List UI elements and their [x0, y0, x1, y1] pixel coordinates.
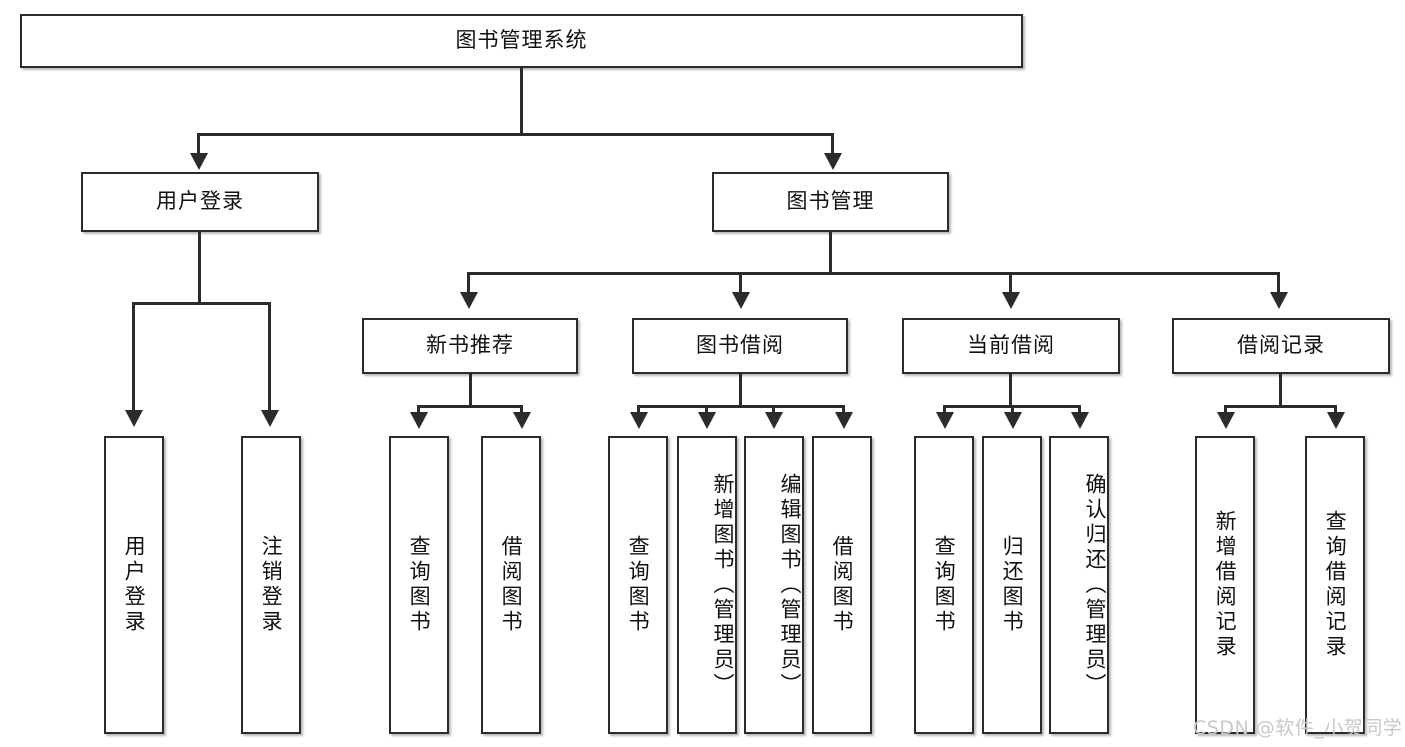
leaf-cb-confirm-return-admin[interactable]: 确认归还（管理员）: [1049, 436, 1109, 734]
connector-cb-drop-1: [943, 405, 946, 414]
node-book-management[interactable]: 图书管理: [712, 172, 949, 232]
node-label: 当前借阅: [967, 333, 1055, 358]
node-label: 确认归还（管理员）: [1083, 472, 1107, 698]
node-label: 编辑图书（管理员）: [778, 472, 802, 698]
connector-book-borrow-stem: [739, 374, 742, 408]
leaf-bb-add-book-admin[interactable]: 新增图书（管理员）: [677, 436, 737, 734]
arrow-down-icon: [410, 412, 428, 429]
node-label: 归还图书: [1000, 535, 1025, 635]
connector-book-management-stem: [829, 232, 832, 274]
connector-bb-drop-1: [637, 405, 640, 414]
connector-user-login-right-drop: [268, 302, 271, 412]
leaf-cb-query-book[interactable]: 查询图书: [914, 436, 974, 734]
node-label: 图书管理: [786, 189, 875, 214]
connector-to-book-borrow: [739, 272, 742, 294]
arrow-down-icon: [125, 410, 143, 427]
arrow-down-icon: [698, 412, 716, 429]
node-label: 查询图书: [932, 535, 957, 635]
leaf-bb-query-book[interactable]: 查询图书: [608, 436, 668, 734]
connector-br-drop-2: [1334, 405, 1337, 414]
connector-bb-drop-3: [772, 405, 775, 414]
connector-cb-drop-3: [1078, 405, 1081, 414]
connector-new-book-recommend-bar: [417, 405, 523, 408]
connector-root-stem: [520, 68, 523, 134]
node-label: 注销登录: [259, 535, 284, 635]
arrow-down-icon: [1270, 292, 1288, 309]
connector-user-login-left-drop: [132, 302, 135, 412]
connector-borrow-record-bar: [1224, 405, 1337, 408]
connector-user-login-stem: [198, 232, 201, 304]
arrow-down-icon: [1071, 412, 1089, 429]
leaf-nbr-borrow-book[interactable]: 借阅图书: [481, 436, 541, 734]
node-label: 图书借阅: [696, 333, 784, 358]
node-borrow-record[interactable]: 借阅记录: [1172, 318, 1390, 374]
node-new-book-recommend[interactable]: 新书推荐: [362, 318, 578, 374]
node-label: 新增图书（管理员）: [711, 472, 735, 698]
connector-to-borrow-record: [1277, 272, 1280, 294]
connector-bb-drop-4: [842, 405, 845, 414]
node-label: 用户登录: [156, 189, 244, 214]
connector-book-management-bar: [467, 272, 1280, 275]
arrow-down-icon: [1004, 412, 1022, 429]
arrow-down-icon: [824, 153, 842, 170]
arrow-down-icon: [765, 412, 783, 429]
arrow-down-icon: [1217, 412, 1235, 429]
node-label: 图书管理系统: [455, 28, 588, 53]
connector-root-to-book-management: [831, 133, 834, 155]
node-label: 新增借阅记录: [1213, 510, 1238, 660]
arrow-down-icon: [732, 292, 750, 309]
leaf-cb-return-book[interactable]: 归还图书: [982, 436, 1042, 734]
connector-br-drop-1: [1224, 405, 1227, 414]
leaf-br-query-record[interactable]: 查询借阅记录: [1305, 436, 1365, 734]
node-label: 查询借阅记录: [1323, 510, 1348, 660]
node-label: 新书推荐: [426, 333, 514, 358]
connector-to-new-book-recommend: [467, 272, 470, 294]
node-label: 查询图书: [407, 535, 432, 635]
leaf-bb-edit-book-admin[interactable]: 编辑图书（管理员）: [744, 436, 804, 734]
arrow-down-icon: [1327, 412, 1345, 429]
leaf-bb-borrow-book[interactable]: 借阅图书: [812, 436, 872, 734]
leaf-br-add-record[interactable]: 新增借阅记录: [1195, 436, 1255, 734]
node-current-borrow[interactable]: 当前借阅: [902, 318, 1120, 374]
arrow-down-icon: [261, 410, 279, 427]
connector-to-current-borrow: [1009, 272, 1012, 294]
leaf-user-logout[interactable]: 注销登录: [241, 436, 301, 734]
connector-nbr-drop-2: [520, 405, 523, 414]
leaf-nbr-query-book[interactable]: 查询图书: [389, 436, 449, 734]
connector-book-borrow-bar: [637, 405, 845, 408]
connector-bb-drop-2: [705, 405, 708, 414]
node-label: 用户登录: [122, 535, 147, 635]
connector-new-book-recommend-stem: [469, 374, 472, 408]
node-user-login[interactable]: 用户登录: [81, 172, 319, 232]
watermark-text: CSDN @软件_小贺同学: [1193, 717, 1403, 739]
arrow-down-icon: [835, 412, 853, 429]
connector-nbr-drop-1: [417, 405, 420, 414]
arrow-down-icon: [460, 292, 478, 309]
node-label: 借阅图书: [830, 535, 855, 635]
node-label: 借阅图书: [499, 535, 524, 635]
connector-cb-drop-2: [1011, 405, 1014, 414]
connector-current-borrow-stem: [1009, 374, 1012, 408]
connector-root-bar: [197, 133, 834, 136]
arrow-down-icon: [936, 412, 954, 429]
connector-root-to-user-login: [197, 133, 200, 155]
arrow-down-icon: [190, 153, 208, 170]
connector-user-login-bar: [132, 302, 270, 305]
connector-borrow-record-stem: [1279, 374, 1282, 408]
leaf-user-login[interactable]: 用户登录: [104, 436, 164, 734]
node-book-borrow[interactable]: 图书借阅: [632, 318, 848, 374]
node-root-book-management-system[interactable]: 图书管理系统: [20, 14, 1023, 68]
node-label: 查询图书: [626, 535, 651, 635]
arrow-down-icon: [630, 412, 648, 429]
arrow-down-icon: [1002, 292, 1020, 309]
node-label: 借阅记录: [1237, 333, 1325, 358]
arrow-down-icon: [513, 412, 531, 429]
